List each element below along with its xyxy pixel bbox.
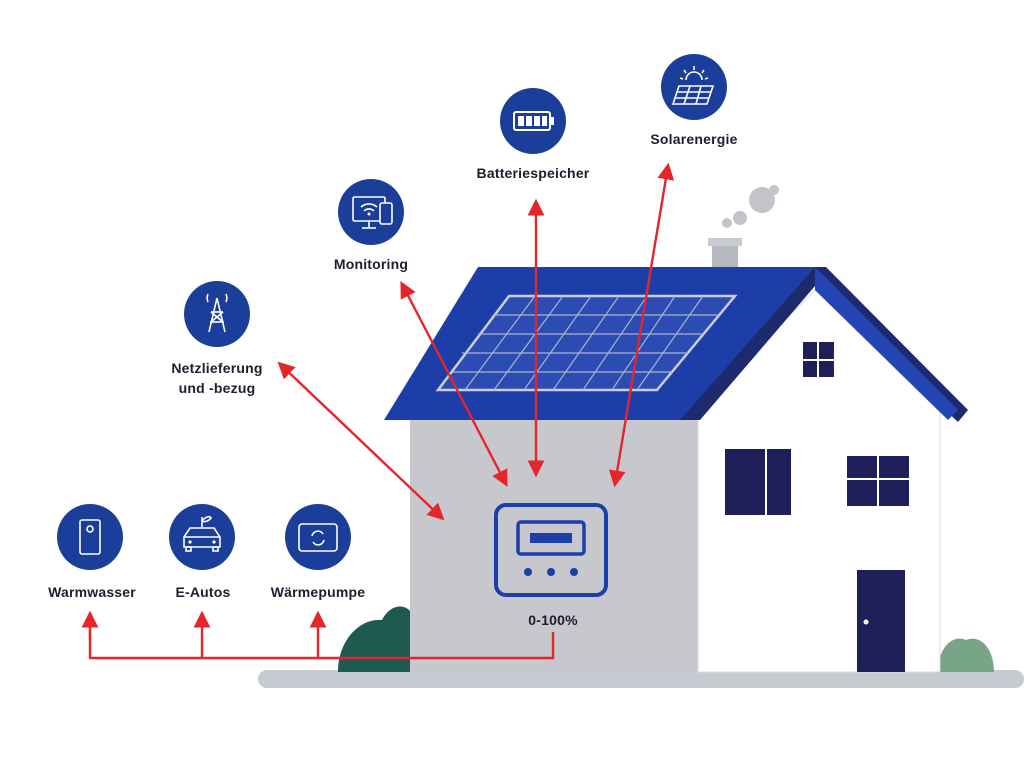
battery-label: Batteriespeicher xyxy=(477,165,590,181)
ground xyxy=(258,670,1024,688)
monitoring-node: Monitoring xyxy=(334,179,408,272)
arrow-monitoring xyxy=(400,281,508,487)
inverter-device xyxy=(494,503,608,597)
battery-node: Batteriespeicher xyxy=(477,88,590,181)
arrows xyxy=(81,162,675,660)
chimney-smoke xyxy=(722,185,779,228)
solar-label: Solarenergie xyxy=(650,131,737,147)
hot-water-label: Warmwasser xyxy=(48,584,136,600)
ev-node: E-Autos xyxy=(169,504,235,600)
percent-label: 0-100% xyxy=(528,612,578,628)
solar-node: Solarenergie xyxy=(650,54,737,147)
water-heater-icon xyxy=(57,504,123,570)
grid-node: Netzlieferung und -bezug xyxy=(171,281,262,396)
heat-pump-icon xyxy=(285,504,351,570)
solar-panel-icon xyxy=(661,54,727,120)
grid-label-line1: Netzlieferung xyxy=(171,360,262,376)
heat-pump-label: Wärmepumpe xyxy=(271,584,366,600)
heat-pump-node: Wärmepumpe xyxy=(271,504,366,600)
ev-label: E-Autos xyxy=(175,584,230,600)
front-door xyxy=(857,570,905,672)
arrow-grid xyxy=(277,361,445,521)
monitor-wifi-icon xyxy=(338,179,404,245)
arrow-solar xyxy=(608,162,675,488)
battery-icon xyxy=(500,88,566,154)
transmission-tower-icon xyxy=(184,281,250,347)
hot-water-node: Warmwasser xyxy=(48,504,136,600)
grid-label-line2: und -bezug xyxy=(179,380,256,396)
window-right xyxy=(847,456,909,506)
monitoring-label: Monitoring xyxy=(334,256,408,272)
attic-window xyxy=(803,342,834,377)
window-left xyxy=(725,449,791,515)
